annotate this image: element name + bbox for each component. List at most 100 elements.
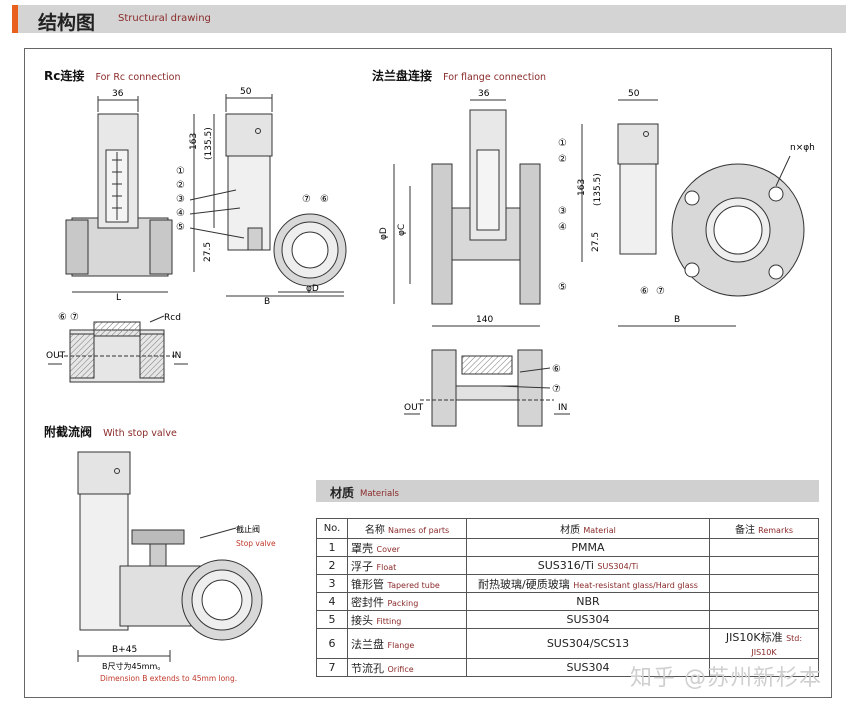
flange-section-title: 法兰盘连接 For flange connection bbox=[372, 69, 547, 83]
stop-valve-note-en: Dimension B extends to 45mm long. bbox=[100, 674, 237, 683]
callout-7-flsec: ⑦ bbox=[552, 384, 561, 395]
col-remarks: 备注 Remarks bbox=[709, 518, 819, 539]
dim-140: 140 bbox=[476, 315, 493, 325]
callout-7-rc: ⑦ bbox=[302, 194, 311, 205]
cell-name: 浮子 Float bbox=[347, 556, 467, 575]
callout-4-fl: ④ bbox=[558, 222, 567, 233]
dim-27-rc: 27.5 bbox=[203, 242, 213, 262]
dim-135-rc: (135.5) bbox=[204, 127, 214, 160]
cell-material: PMMA bbox=[466, 538, 710, 557]
cell-name: 罩壳 Cover bbox=[347, 538, 467, 557]
cell-material: 耐热玻璃/硬质玻璃 Heat-resistant glass/Hard glas… bbox=[466, 574, 710, 593]
dim-135-fl: (135.5) bbox=[593, 173, 603, 206]
flange-front-view bbox=[393, 99, 541, 327]
cell-remark bbox=[709, 610, 819, 629]
cell-remark bbox=[709, 556, 819, 575]
cell-no: 7 bbox=[316, 658, 348, 677]
cell-name: 接头 Fitting bbox=[347, 610, 467, 629]
flange-side-view bbox=[581, 99, 805, 327]
watermark: 知乎 @苏州新杉本 bbox=[630, 666, 822, 691]
materials-title-en: Materials bbox=[360, 489, 399, 499]
header-bar bbox=[12, 5, 846, 33]
callout-2-fl: ② bbox=[558, 154, 567, 165]
cell-no: 4 bbox=[316, 592, 348, 611]
materials-title-bar bbox=[316, 480, 819, 502]
dim-50-fl: 50 bbox=[628, 89, 640, 99]
dim-nh: n×φh bbox=[790, 143, 815, 153]
page-title: 结构图 bbox=[38, 12, 96, 34]
cell-no: 6 bbox=[316, 628, 348, 659]
dim-27-fl: 27.5 bbox=[591, 232, 601, 252]
dim-phiD-rc: φD bbox=[306, 284, 319, 294]
cell-no: 5 bbox=[316, 610, 348, 629]
dim-36-rc: 36 bbox=[112, 89, 124, 99]
callout-7-sec: ⑦ bbox=[70, 312, 79, 323]
col-name: 名称 Names of parts bbox=[347, 518, 467, 539]
cell-no: 2 bbox=[316, 556, 348, 575]
cell-remark: JIS10K标准 Std: JIS10K bbox=[709, 628, 819, 659]
page-subtitle: Structural drawing bbox=[118, 13, 211, 24]
col-no: No. bbox=[316, 518, 348, 539]
callout-3-fl: ③ bbox=[558, 206, 567, 217]
stop-valve-note: B尺寸为45mm。 bbox=[102, 661, 165, 671]
label-in-rc: IN bbox=[172, 351, 181, 361]
dim-50-rc: 50 bbox=[240, 87, 252, 97]
materials-table: No. 名称 Names of parts 材质 Material 备注 Rem… bbox=[316, 518, 819, 677]
callout-6-flsec: ⑥ bbox=[552, 364, 561, 375]
flange-section-view bbox=[404, 349, 570, 427]
callout-7-fl: ⑦ bbox=[656, 286, 665, 297]
dim-36-fl: 36 bbox=[478, 89, 490, 99]
dim-163-rc: 163 bbox=[189, 133, 199, 150]
cell-name: 锥形管 Tapered tube bbox=[347, 574, 467, 593]
label-out-fl: OUT bbox=[404, 403, 424, 413]
rc-front-view bbox=[65, 96, 173, 293]
callout-3-rc: ③ bbox=[176, 194, 185, 205]
rc-side-view bbox=[189, 94, 347, 297]
callout-6-rc: ⑥ bbox=[320, 194, 329, 205]
cell-remark bbox=[709, 658, 819, 677]
header-accent bbox=[12, 5, 18, 33]
dim-phiC: φC bbox=[397, 224, 407, 236]
cell-name: 法兰盘 Flange bbox=[347, 628, 467, 659]
cell-material: SUS304 bbox=[466, 610, 710, 629]
cell-material: SUS316/Ti SUS304/Ti bbox=[466, 556, 710, 575]
table-header-row: No. 名称 Names of parts 材质 Material 备注 Rem… bbox=[316, 518, 819, 539]
cell-material: NBR bbox=[466, 592, 710, 611]
col-material: 材质 Material bbox=[466, 518, 710, 539]
stop-valve-label-en: Stop valve bbox=[236, 539, 276, 548]
rc-section-view bbox=[48, 315, 188, 383]
cell-name: 密封件 Packing bbox=[347, 592, 467, 611]
callout-6-fl: ⑥ bbox=[640, 286, 649, 297]
cell-remark bbox=[709, 592, 819, 611]
callout-5-rc: ⑤ bbox=[176, 222, 185, 233]
cell-name: 节流孔 Orifice bbox=[347, 658, 467, 677]
dim-B-rc: B bbox=[264, 297, 270, 307]
cell-no: 3 bbox=[316, 574, 348, 593]
callout-6-sec: ⑥ bbox=[58, 312, 67, 323]
stop-section-title: 附截流阀 With stop valve bbox=[44, 425, 177, 439]
callout-2-rc: ② bbox=[176, 180, 185, 191]
dim-phiD-fl: φD bbox=[379, 227, 389, 240]
callout-4-rc: ④ bbox=[176, 208, 185, 219]
callout-5-fl: ⑤ bbox=[558, 282, 567, 293]
stop-valve-view bbox=[77, 451, 263, 662]
materials-title: 材质 bbox=[330, 486, 355, 500]
dim-B-fl: B bbox=[674, 315, 680, 325]
dim-L: L bbox=[116, 293, 121, 303]
cell-remark bbox=[709, 574, 819, 593]
rc-section-title: Rc连接 For Rc connection bbox=[44, 69, 181, 83]
label-out-rc: OUT bbox=[46, 351, 66, 361]
dim-Rcd: Rcd bbox=[164, 313, 181, 323]
dim-163-fl: 163 bbox=[577, 179, 587, 196]
cell-remark bbox=[709, 538, 819, 557]
label-in-fl: IN bbox=[558, 403, 567, 413]
dim-B45: B+45 bbox=[112, 645, 137, 655]
